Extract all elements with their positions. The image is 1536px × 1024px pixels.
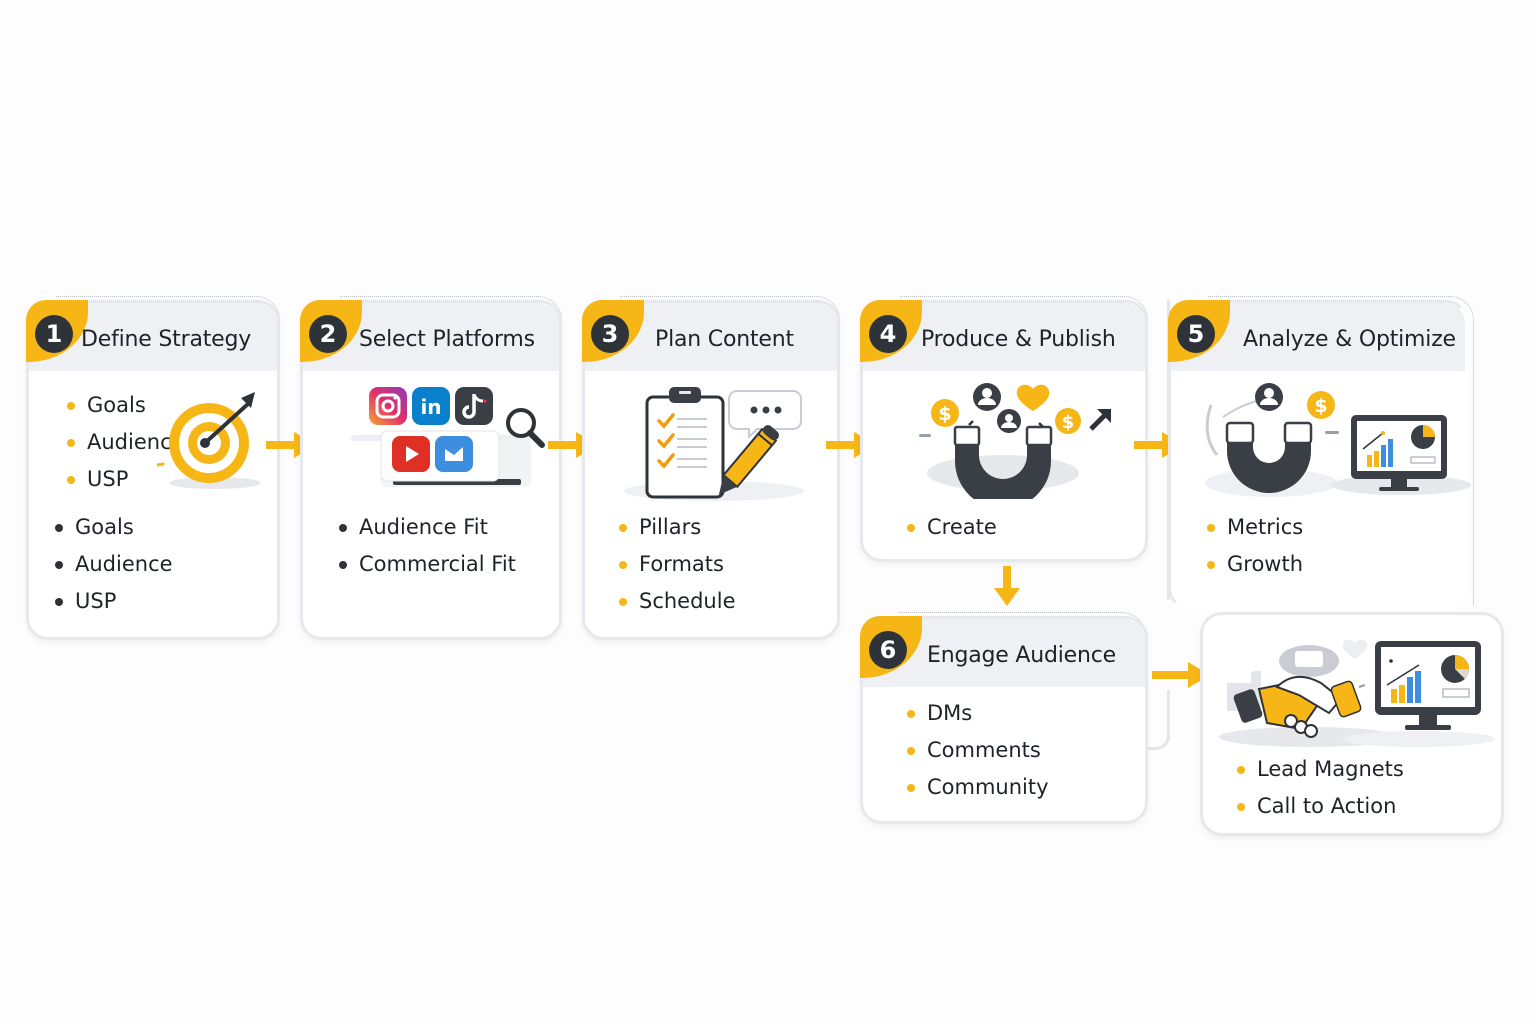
step-card-plan-content: 3 Plan Content Pi [582, 300, 840, 640]
bullet-list: DMs Comments Community [907, 695, 1049, 806]
step-card-convert: Lead Magnets Call to Action [1200, 612, 1504, 836]
step-number-badge: 6 [869, 631, 907, 669]
svg-text:in: in [420, 395, 441, 419]
arrow-right-icon [1152, 658, 1212, 696]
bullet-list: Create [907, 509, 997, 546]
step-title: Analyze & Optimize [1243, 327, 1456, 352]
secondary-bullet-list: Goals Audience USP [55, 509, 173, 620]
user-icon [1255, 383, 1283, 411]
bullet-list: Metrics Growth [1207, 509, 1303, 583]
bullet-item: Create [907, 509, 997, 546]
svg-text:$: $ [938, 403, 951, 425]
bullet-item: Pillars [619, 509, 736, 546]
bullet-item: Audience [55, 546, 173, 583]
bullet-list: Lead Magnets Call to Action [1237, 751, 1404, 825]
arrow-down-icon [992, 566, 1022, 612]
bullet-item: USP [67, 461, 185, 498]
connector-line [1167, 690, 1170, 740]
bullet-item: Metrics [1207, 509, 1303, 546]
step-card-engage-audience: 6 Engage Audience DMs Comments Community [860, 616, 1148, 824]
step-number-badge: 2 [309, 315, 347, 353]
bullet-item: Formats [619, 546, 736, 583]
monitor-chart-icon [1375, 641, 1481, 730]
bullet-item: Lead Magnets [1237, 751, 1404, 788]
user-icon [997, 409, 1021, 433]
bullet-item: Commercial Fit [339, 546, 516, 583]
svg-text:$: $ [1314, 395, 1327, 417]
monitor-chart-icon [1351, 415, 1447, 491]
linkedin-icon: in [412, 387, 450, 425]
step-title: Engage Audience [927, 643, 1116, 668]
step-card-select-platforms: 2 Select Platforms in [300, 300, 562, 640]
dollar-coin-icon: $ [931, 399, 959, 427]
bullet-item: Schedule [619, 583, 736, 620]
step-card-analyze-optimize: 5 Analyze & Optimize $ [1168, 300, 1471, 610]
step-card-produce-publish: 4 Produce & Publish $ $ Create [860, 300, 1148, 562]
target-icon [149, 388, 267, 498]
bullet-item: DMs [907, 695, 1049, 732]
magnet-attract-icon: $ $ [915, 375, 1115, 509]
user-icon [973, 383, 1001, 411]
handshake-icon [1233, 676, 1362, 738]
bullet-item: Audience Fit [339, 509, 516, 546]
tiktok-icon [455, 387, 493, 425]
bullet-list: Audience Fit Commercial Fit [339, 509, 516, 583]
step-title: Select Platforms [359, 327, 535, 352]
dollar-coin-icon: $ [1307, 391, 1335, 419]
step-title: Produce & Publish [921, 327, 1116, 352]
bullet-item: Community [907, 769, 1049, 806]
step-title: Plan Content [655, 327, 794, 352]
bullet-item: Growth [1207, 546, 1303, 583]
magnifier-icon [506, 408, 545, 448]
svg-text:$: $ [1062, 412, 1075, 433]
magnet-analytics-icon: $ [1201, 379, 1471, 505]
bullet-item: Audience [67, 424, 185, 461]
bullet-item: Comments [907, 732, 1049, 769]
step-number-badge: 1 [35, 315, 73, 353]
step-title: Define Strategy [81, 327, 252, 352]
youtube-icon [392, 436, 430, 472]
handshake-analytics-icon [1219, 627, 1499, 751]
primary-bullet-list: Goals Audience USP [67, 387, 185, 498]
step-number-badge: 4 [869, 315, 907, 353]
step-card-define-strategy: 1 Define Strategy Goals Audience USP Goa… [26, 300, 280, 640]
bullet-item: USP [55, 583, 173, 620]
instagram-icon [369, 387, 407, 425]
bullet-item: Goals [55, 509, 173, 546]
step-number-badge: 5 [1177, 315, 1215, 353]
dollar-coin-icon: $ [1055, 408, 1081, 434]
step-number-badge: 3 [591, 315, 629, 353]
twitter-icon [435, 436, 473, 472]
bullet-list: Pillars Formats Schedule [619, 509, 736, 620]
heart-icon [1016, 384, 1050, 411]
trend-arrow-icon [1089, 409, 1111, 431]
clipboard-checklist-icon [619, 381, 809, 506]
bullet-item: Call to Action [1237, 788, 1404, 825]
social-platforms-icon: in [343, 383, 553, 493]
bullet-item: Goals [67, 387, 185, 424]
